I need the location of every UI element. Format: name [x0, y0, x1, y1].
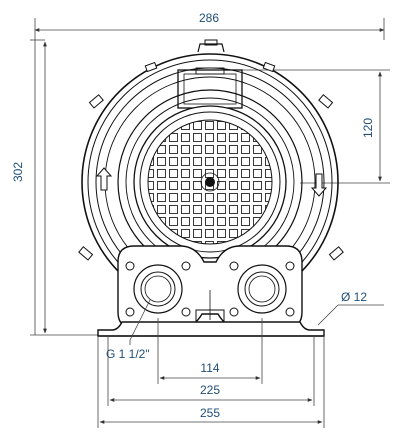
dim-label-302: 302 — [11, 162, 25, 182]
dim-port-thread: G 1 1/2" — [106, 299, 151, 361]
dim-height: 302 — [11, 39, 100, 336]
dim-label-diameter-12: Ø 12 — [341, 290, 367, 304]
base-plate — [97, 309, 325, 337]
dim-label-120: 120 — [361, 118, 375, 138]
dim-overall-width: 286 — [34, 11, 385, 40]
dim-label-255: 255 — [200, 406, 220, 420]
dim-label-114: 114 — [200, 361, 219, 375]
dim-port-spacing: 114 — [157, 318, 263, 384]
dim-motor-offset: 120 — [240, 69, 390, 184]
dim-label-286: 286 — [199, 11, 219, 25]
dim-label-225: 225 — [200, 383, 220, 397]
dim-hole-diameter: Ø 12 — [317, 290, 384, 326]
dim-foot-hole-spacing: 225 — [107, 336, 315, 406]
port-block — [117, 245, 303, 329]
dim-label-port-thread: G 1 1/2" — [106, 347, 150, 361]
fan-cover — [133, 105, 287, 259]
dim-base-width: 255 — [97, 336, 325, 428]
terminal-box — [177, 67, 243, 109]
